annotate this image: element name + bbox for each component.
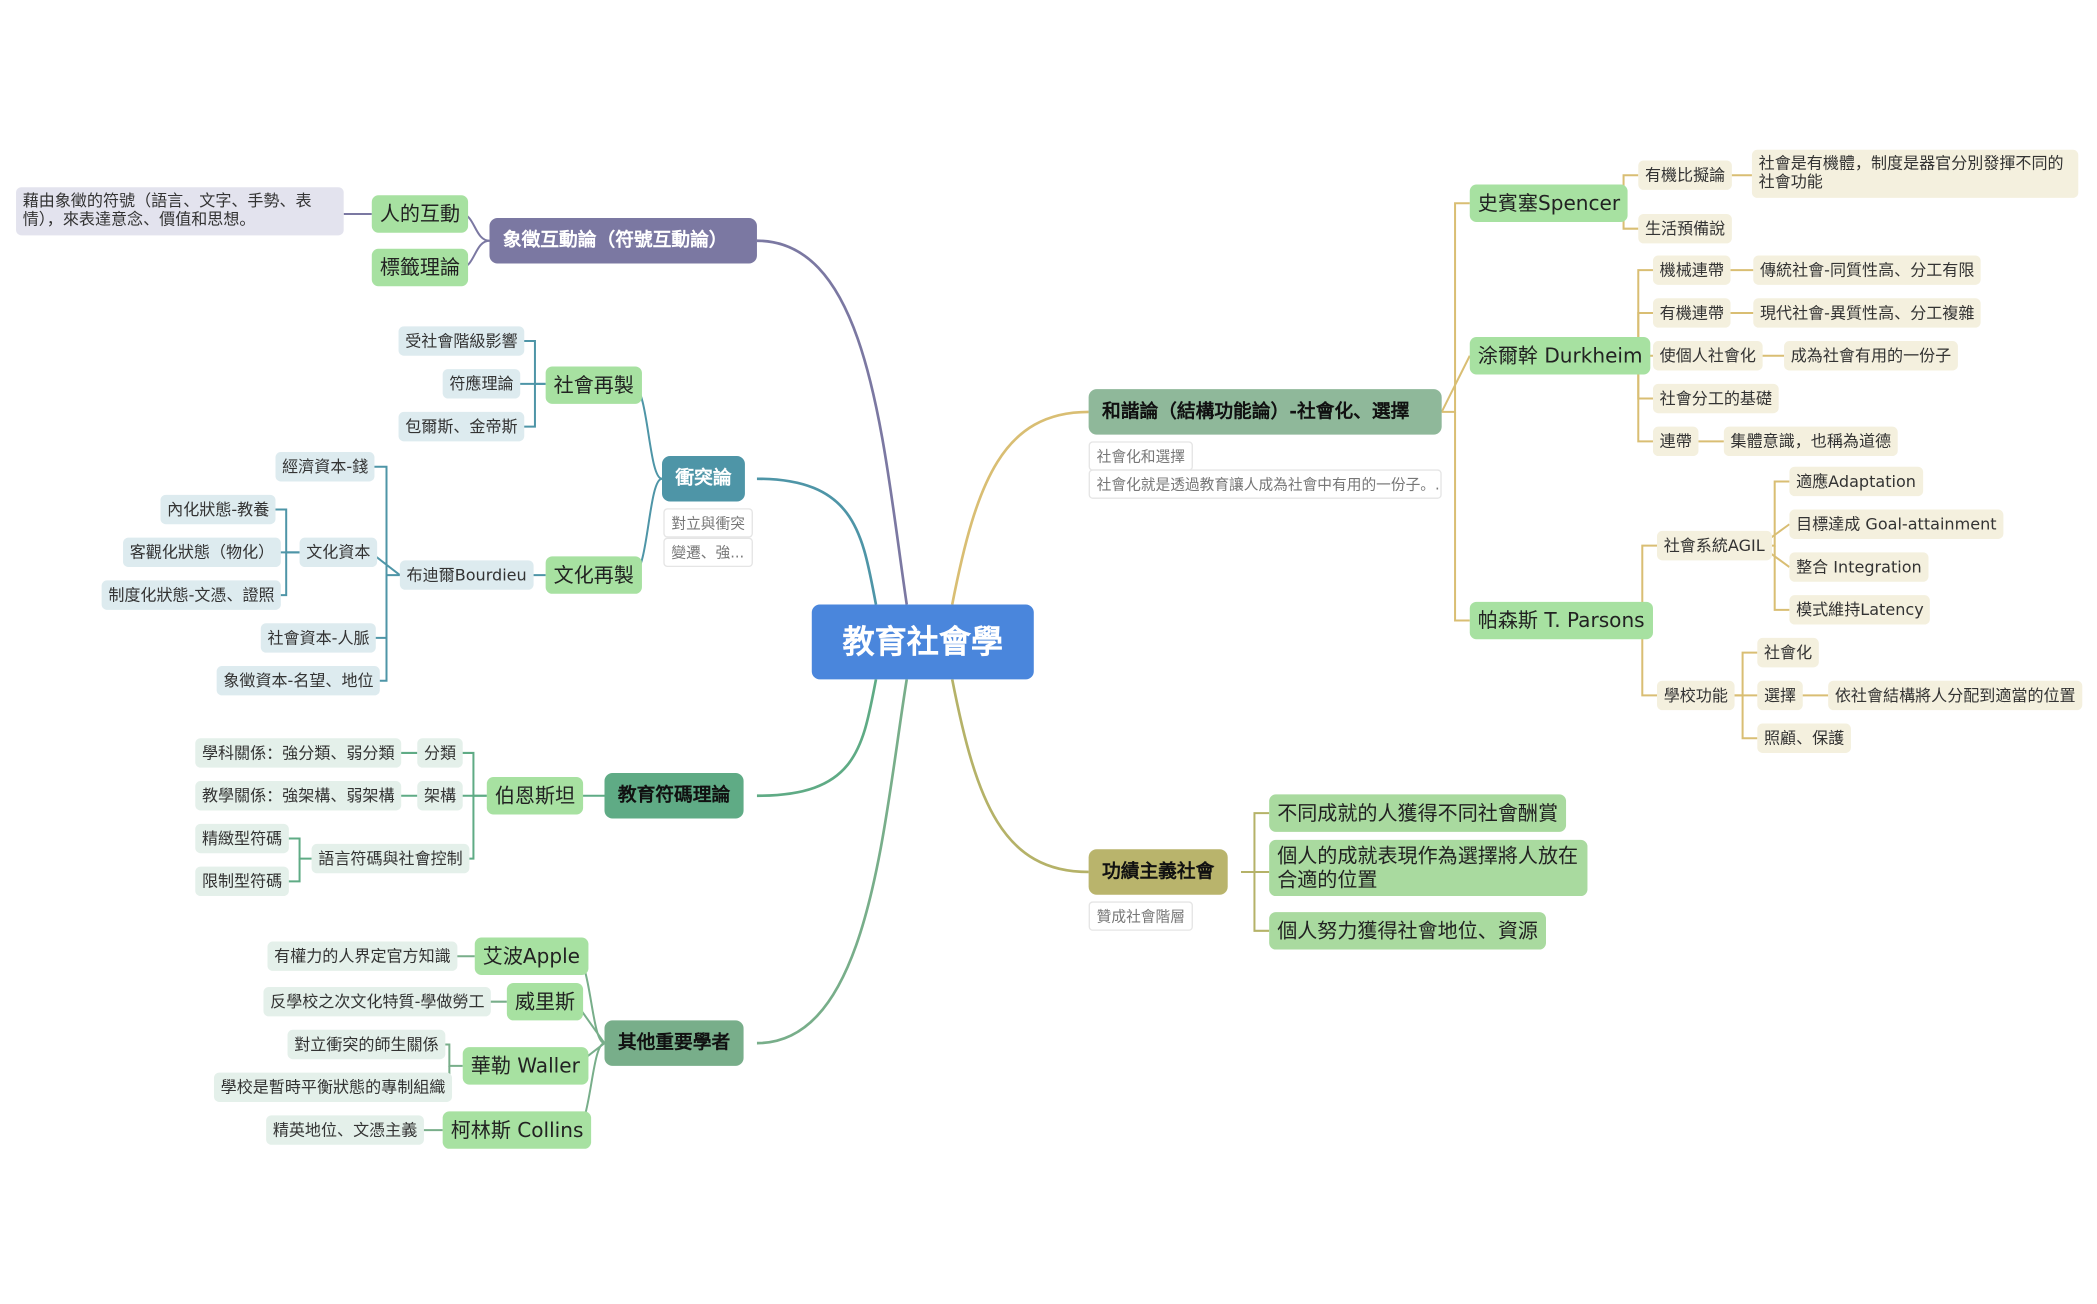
- organic-analogy-desc[interactable]: 社會是有機體，制度是器官分別發揮不同的社會功能: [1751, 149, 2079, 198]
- restricted-code[interactable]: 限制型符碼: [195, 866, 289, 897]
- topic-durkheim[interactable]: 涂爾幹 Durkheim: [1469, 337, 1651, 375]
- topic-social-reproduction[interactable]: 社會再製: [545, 366, 642, 404]
- agil-item[interactable]: 整合 Integration: [1789, 552, 1929, 582]
- topic-spencer[interactable]: 史賓塞Spencer: [1469, 184, 1629, 223]
- school-selection-desc[interactable]: 依社會結構將人分配到適當的位置: [1828, 680, 2083, 711]
- social-reproduction-item[interactable]: 受社會階級影響: [398, 326, 525, 356]
- merit-item[interactable]: 個人的成就表現作為選擇將人放在合適的位置: [1269, 839, 1588, 897]
- organic-solidarity-desc[interactable]: 現代社會-異質性高、分工複雜: [1753, 298, 1982, 328]
- economic-capital[interactable]: 經濟資本-錢: [275, 452, 375, 482]
- topic-cultural-reproduction[interactable]: 文化再製: [545, 556, 642, 594]
- school-selection[interactable]: 選擇: [1757, 680, 1803, 711]
- topic-framing[interactable]: 架構: [417, 781, 463, 811]
- classification-desc[interactable]: 學科關係：強分類、弱分類: [195, 738, 402, 768]
- elaborated-code[interactable]: 精緻型符碼: [195, 823, 289, 854]
- collins-desc[interactable]: 精英地位、文憑主義: [266, 1115, 424, 1145]
- agil-item[interactable]: 目標達成 Goal-attainment: [1789, 509, 2004, 539]
- conflict-note-1: 對立與衝突: [663, 508, 753, 538]
- school-functions[interactable]: 學校功能: [1657, 680, 1735, 711]
- mechanical-solidarity-desc[interactable]: 傳統社會-同質性高、分工有限: [1753, 255, 1982, 285]
- social-reproduction-item[interactable]: 符應理論: [442, 369, 521, 399]
- division-of-labor[interactable]: 社會分工的基礎: [1652, 383, 1779, 414]
- branch-conflict-theory[interactable]: 衝突論: [661, 456, 745, 502]
- topic-bernstein[interactable]: 伯恩斯坦: [486, 777, 584, 815]
- life-preparation[interactable]: 生活預備說: [1638, 213, 1732, 244]
- framing-desc[interactable]: 教學關係：強架構、弱架構: [195, 781, 402, 811]
- solidarity-desc[interactable]: 集體意識，也稱為道德: [1723, 426, 1898, 457]
- merit-note: 贊成社會階層: [1088, 901, 1193, 931]
- branch-meritocracy[interactable]: 功績主義社會: [1088, 849, 1228, 895]
- agil-item[interactable]: 模式維持Latency: [1789, 595, 1931, 625]
- topic-waller[interactable]: 華勒 Waller: [462, 1047, 588, 1085]
- topic-collins[interactable]: 柯林斯 Collins: [442, 1111, 592, 1149]
- socialize-individual[interactable]: 使個人社會化: [1652, 341, 1763, 371]
- topic-bourdieu[interactable]: 布迪爾Bourdieu: [399, 560, 534, 590]
- cultural-capital-item[interactable]: 制度化狀態-文憑、證照: [101, 580, 282, 610]
- branch-structural-functionalism[interactable]: 和諧論（結構功能論）-社會化、選擇: [1088, 389, 1442, 435]
- social-reproduction-item[interactable]: 包爾斯、金帝斯: [398, 411, 525, 442]
- organic-solidarity[interactable]: 有機連帶: [1652, 298, 1731, 328]
- school-socialization[interactable]: 社會化: [1757, 637, 1819, 668]
- organic-analogy[interactable]: 有機比擬論: [1638, 160, 1732, 190]
- cultural-capital-item[interactable]: 內化狀態-教養: [160, 494, 276, 525]
- root-topic[interactable]: 教育社會學: [811, 604, 1034, 680]
- topic-willis[interactable]: 威里斯: [506, 982, 584, 1021]
- harmony-note-2: 社會化就是透過教育讓人成為社會中有用的一份子。...: [1088, 469, 1442, 499]
- cultural-capital[interactable]: 文化資本: [299, 537, 378, 568]
- branch-educational-code-theory[interactable]: 教育符碼理論: [604, 772, 744, 819]
- topic-labeling-theory[interactable]: 標籤理論: [371, 248, 469, 287]
- topic-apple[interactable]: 艾波Apple: [474, 937, 589, 975]
- branch-other-scholars[interactable]: 其他重要學者: [604, 1020, 744, 1066]
- mechanical-solidarity[interactable]: 機械連帶: [1652, 255, 1731, 285]
- harmony-note-1: 社會化和選擇: [1088, 441, 1193, 471]
- solidarity[interactable]: 連帶: [1652, 426, 1699, 457]
- waller-item[interactable]: 學校是暫時平衡狀態的專制組織: [213, 1072, 453, 1102]
- agil-item[interactable]: 適應Adaptation: [1789, 466, 1923, 497]
- socialize-individual-desc[interactable]: 成為社會有用的一份子: [1784, 341, 1958, 371]
- symbolic-capital[interactable]: 象徵資本-名望、地位: [216, 666, 381, 696]
- agil-system[interactable]: 社會系統AGIL: [1657, 530, 1772, 561]
- topic-language-code[interactable]: 語言符碼與社會控制: [311, 843, 470, 874]
- willis-desc[interactable]: 反學校之次文化特質-學做勞工: [263, 986, 492, 1017]
- topic-classification[interactable]: 分類: [417, 738, 463, 768]
- topic-parsons[interactable]: 帕森斯 T. Parsons: [1469, 601, 1653, 640]
- merit-item[interactable]: 個人努力獲得社會地位、資源: [1269, 912, 1547, 950]
- apple-desc[interactable]: 有權力的人界定官方知識: [267, 941, 458, 971]
- topic-human-interaction[interactable]: 人的互動: [371, 195, 469, 233]
- branch-symbolic-interactionism[interactable]: 象徵互動論（符號互動論）: [489, 217, 757, 264]
- waller-item[interactable]: 對立衝突的師生關係: [287, 1029, 446, 1060]
- conflict-note-2: 變遷、強...: [663, 537, 753, 568]
- merit-item[interactable]: 不同成就的人獲得不同社會酬賞: [1269, 794, 1567, 832]
- cultural-capital-item[interactable]: 客觀化狀態（物化）: [123, 537, 281, 568]
- topic-human-interaction-desc[interactable]: 藉由象徵的符號（語言、文字、手勢、表情），來表達意念、價值和思想。: [16, 187, 344, 236]
- school-care[interactable]: 照顧、保護: [1757, 723, 1851, 753]
- social-capital[interactable]: 社會資本-人脈: [260, 623, 377, 653]
